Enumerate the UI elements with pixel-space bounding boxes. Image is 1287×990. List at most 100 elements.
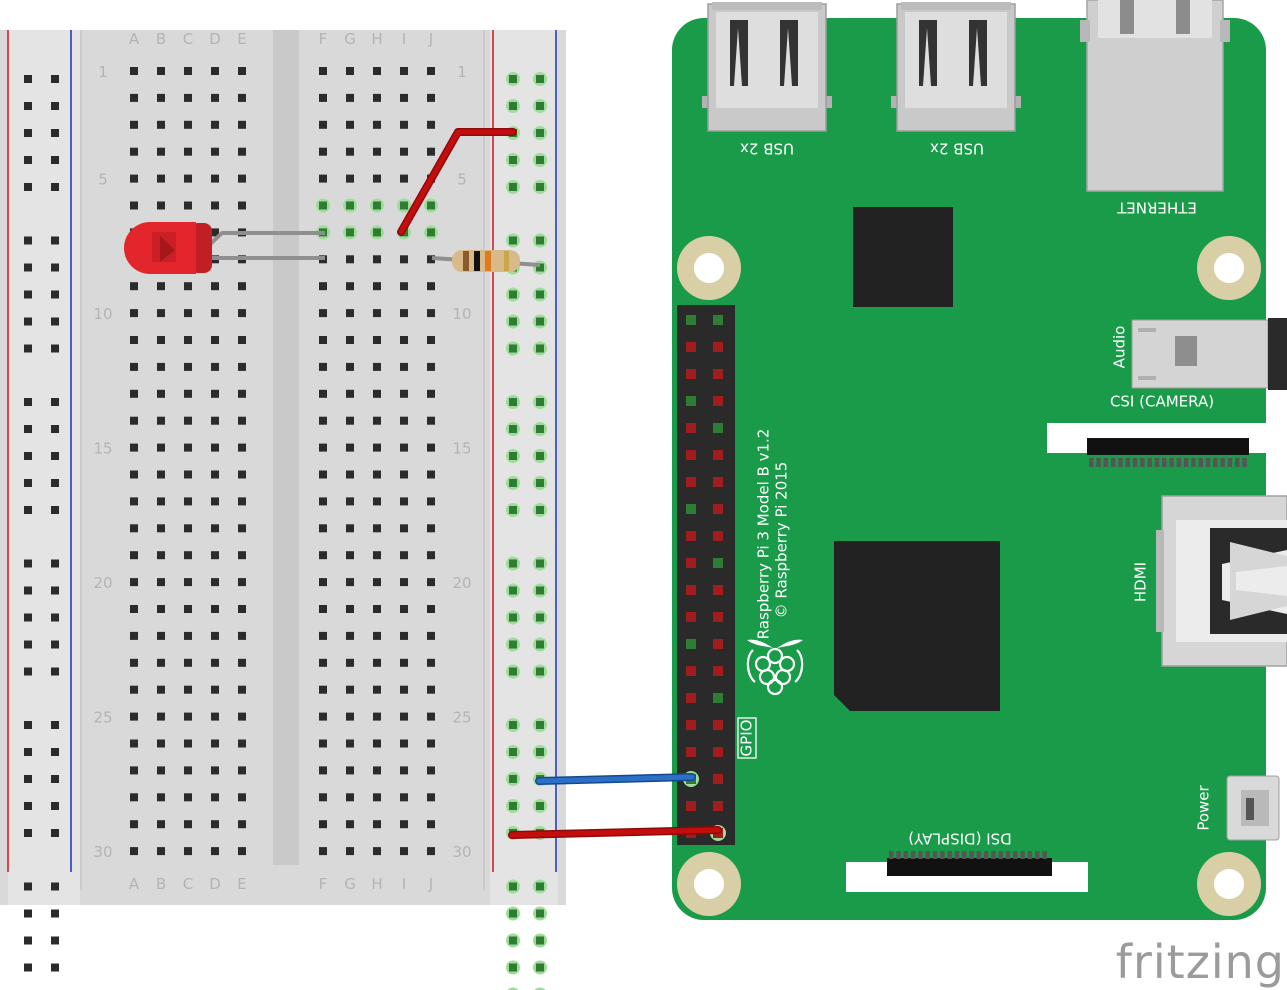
rail-hole (509, 156, 517, 164)
rail-hole (509, 452, 517, 460)
rail-hole (536, 183, 544, 191)
rail-hole (509, 290, 517, 299)
rail-hole (536, 425, 544, 433)
breadboard-hole (211, 793, 219, 802)
rail-hole (51, 290, 59, 299)
breadboard-hole (427, 820, 435, 829)
breadboard-hole (346, 255, 354, 264)
breadboard-hole (400, 551, 408, 560)
rail-hole (51, 640, 59, 649)
rail-hole (51, 963, 59, 972)
rail-hole (51, 829, 59, 837)
breadboard-hole (319, 120, 327, 129)
rail-hole (509, 667, 517, 676)
breadboard-hole (319, 524, 327, 533)
rail-hole (536, 263, 544, 272)
gpio-label: GPIO (738, 720, 756, 757)
breadboard-hole (427, 470, 435, 479)
rail-hole (51, 156, 59, 164)
breadboard-hole (319, 658, 327, 667)
gpio-pin (686, 369, 696, 379)
breadboard-hole (400, 389, 408, 398)
breadboard-hole (319, 416, 327, 425)
gpio-pin (686, 693, 696, 703)
wire-red-bottom (508, 826, 722, 839)
breadboard-hole (346, 847, 354, 856)
breadboard-hole (211, 497, 219, 506)
rail-hole (24, 317, 32, 326)
breadboard-hole (130, 147, 138, 156)
model-label: Raspberry Pi 3 Model B v1.2 (755, 429, 773, 640)
rail-hole (509, 102, 517, 110)
rail-hole (24, 775, 32, 783)
breadboard-hole (400, 631, 408, 640)
rail-hole (51, 344, 59, 353)
breadboard-hole (346, 605, 354, 613)
breadboard-hole (319, 739, 327, 748)
breadboard-hole (211, 470, 219, 479)
breadboard-hole (346, 389, 354, 398)
breadboard-hole (238, 631, 246, 640)
breadboard-hole (238, 524, 246, 533)
breadboard-hole (373, 820, 381, 829)
breadboard-hole (130, 497, 138, 506)
breadboard-hole (400, 201, 408, 210)
breadboard-hole (157, 605, 165, 613)
gpio-pin (686, 639, 696, 649)
breadboard-hole (346, 497, 354, 506)
breadboard-hole (211, 228, 219, 237)
breadboard-hole (400, 470, 408, 479)
breadboard-hole (400, 658, 408, 667)
rail-hole (536, 317, 544, 326)
breadboard-hole (373, 282, 381, 291)
breadboard-hole (130, 201, 138, 210)
breadboard-hole (211, 336, 219, 344)
mounting-hole (677, 236, 741, 300)
column-label: G (344, 875, 356, 893)
breadboard-hole (427, 605, 435, 613)
copyright-label: © Raspberry Pi 2015 (773, 462, 791, 619)
usb-port-2 (891, 2, 1021, 132)
gpio-pin (713, 504, 723, 514)
breadboard-hole (184, 201, 192, 210)
breadboard-hole (427, 282, 435, 291)
chip-soc (834, 541, 1000, 711)
raspberry-logo-icon (746, 639, 804, 696)
row-label: 1 (457, 63, 467, 81)
breadboard-hole (184, 362, 192, 371)
breadboard-hole (157, 67, 165, 75)
breadboard-hole (211, 147, 219, 156)
rail-hole (536, 909, 544, 918)
breadboard-hole (130, 739, 138, 748)
rail-hole (24, 506, 32, 514)
breadboard-hole (319, 201, 327, 210)
breadboard-hole (319, 336, 327, 344)
breadboard-hole (400, 847, 408, 856)
breadboard-hole (346, 416, 354, 425)
rail-hole (536, 559, 544, 568)
breadboard-holes (24, 67, 547, 990)
rail-hole (536, 290, 544, 299)
gpio-pin (713, 639, 723, 649)
breadboard-hole (184, 578, 192, 587)
breadboard-hole (400, 93, 408, 102)
column-label: D (209, 875, 221, 893)
breadboard-hole (427, 712, 435, 721)
rail-hole (509, 559, 517, 568)
breadboard-hole (157, 739, 165, 748)
breadboard-hole (238, 336, 246, 344)
breadboard-hole (238, 309, 246, 318)
breadboard-hole (238, 282, 246, 291)
breadboard-hole (211, 685, 219, 694)
breadboard-hole (427, 497, 435, 506)
pi-pcb (672, 18, 1266, 920)
rail-hole (536, 75, 544, 83)
breadboard-hole (400, 416, 408, 425)
breadboard-hole (184, 793, 192, 802)
breadboard-hole (319, 389, 327, 398)
row-label: 5 (457, 171, 467, 189)
breadboard-hole (427, 389, 435, 398)
breadboard-hole (157, 524, 165, 533)
breadboard-hole (157, 336, 165, 344)
rail-hole (24, 102, 32, 110)
